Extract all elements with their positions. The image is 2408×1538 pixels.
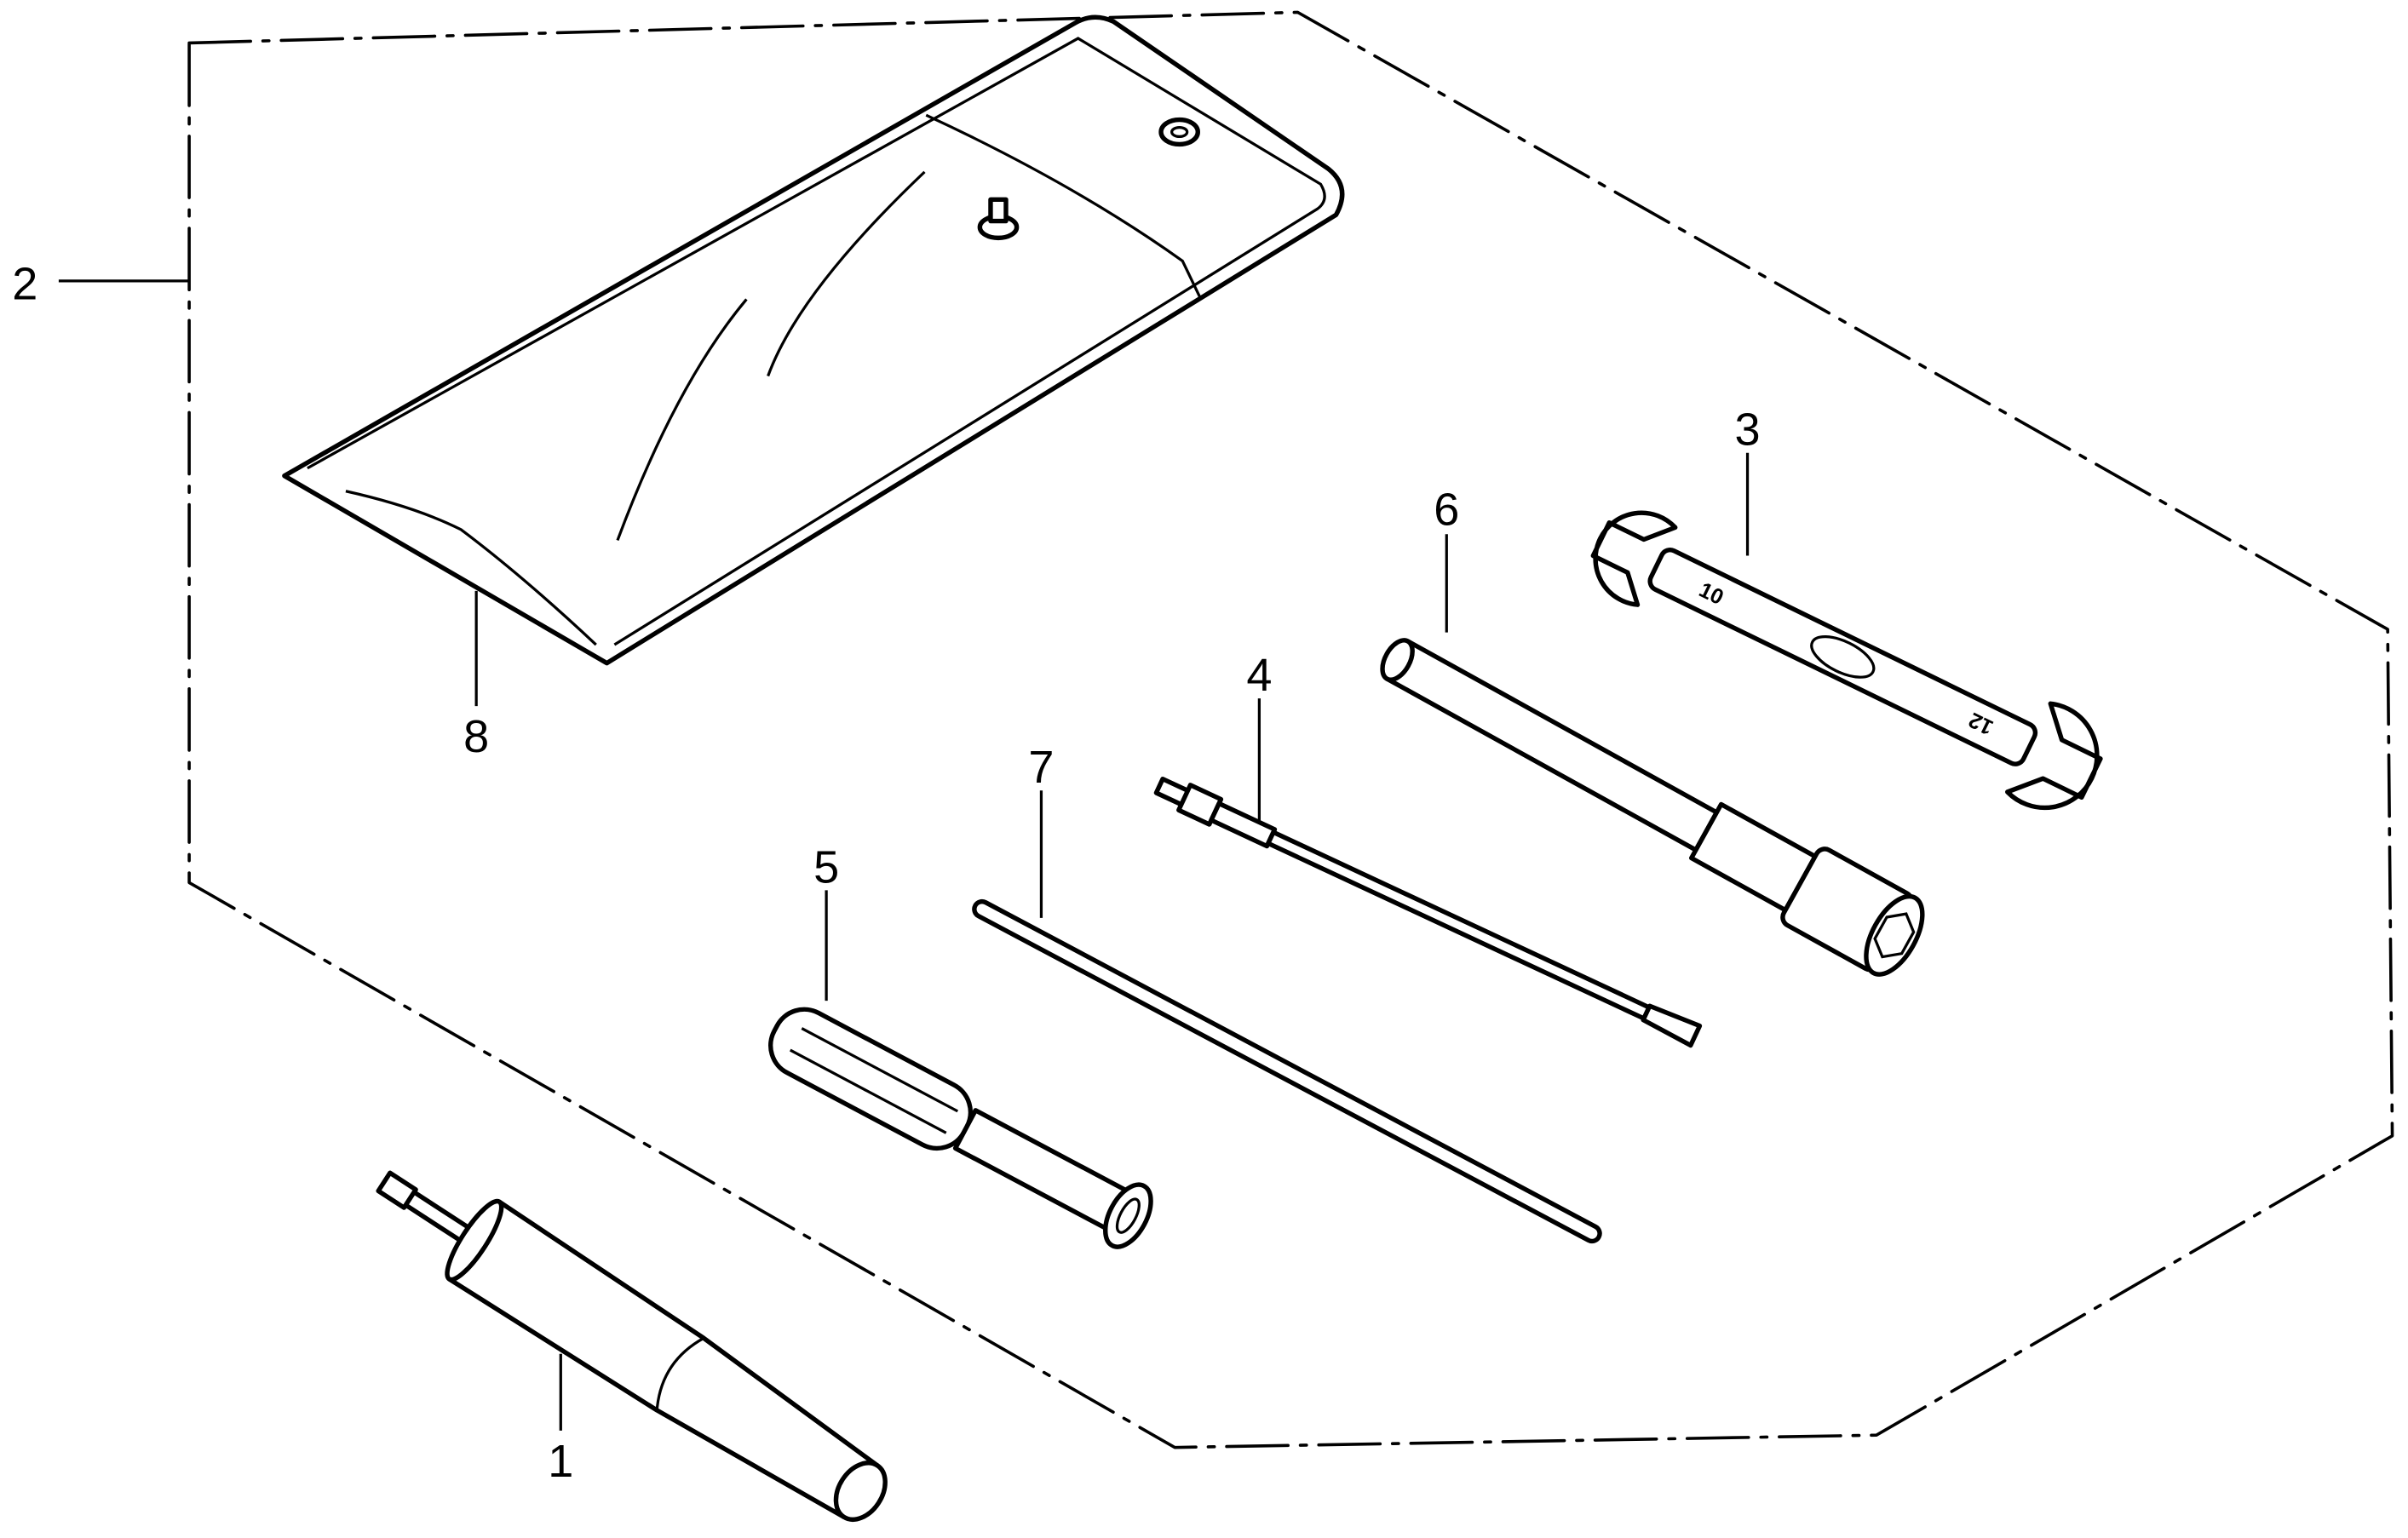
- callout-3: 3: [1735, 405, 1761, 456]
- screwdriver: [1153, 776, 1703, 1048]
- callout-5: 5: [813, 841, 839, 892]
- screwdriver-handle: [768, 1007, 1153, 1249]
- callout-6: 6: [1434, 484, 1459, 535]
- tool-handle-assembly: [376, 1170, 888, 1522]
- snap-button-icon: [1158, 117, 1200, 147]
- extension-bar: [972, 898, 1602, 1244]
- tool-kit-outline: [187, 10, 2394, 1449]
- open-end-wrench: 10 12: [1590, 510, 2103, 811]
- callout-4: 4: [1246, 650, 1272, 701]
- callout-2: 2: [12, 258, 37, 309]
- callout-8: 8: [463, 711, 489, 762]
- callout-7: 7: [1028, 742, 1054, 793]
- spark-plug-socket-wrench: [1380, 638, 1925, 977]
- callout-1: 1: [548, 1436, 573, 1487]
- tool-bag: [282, 14, 1345, 666]
